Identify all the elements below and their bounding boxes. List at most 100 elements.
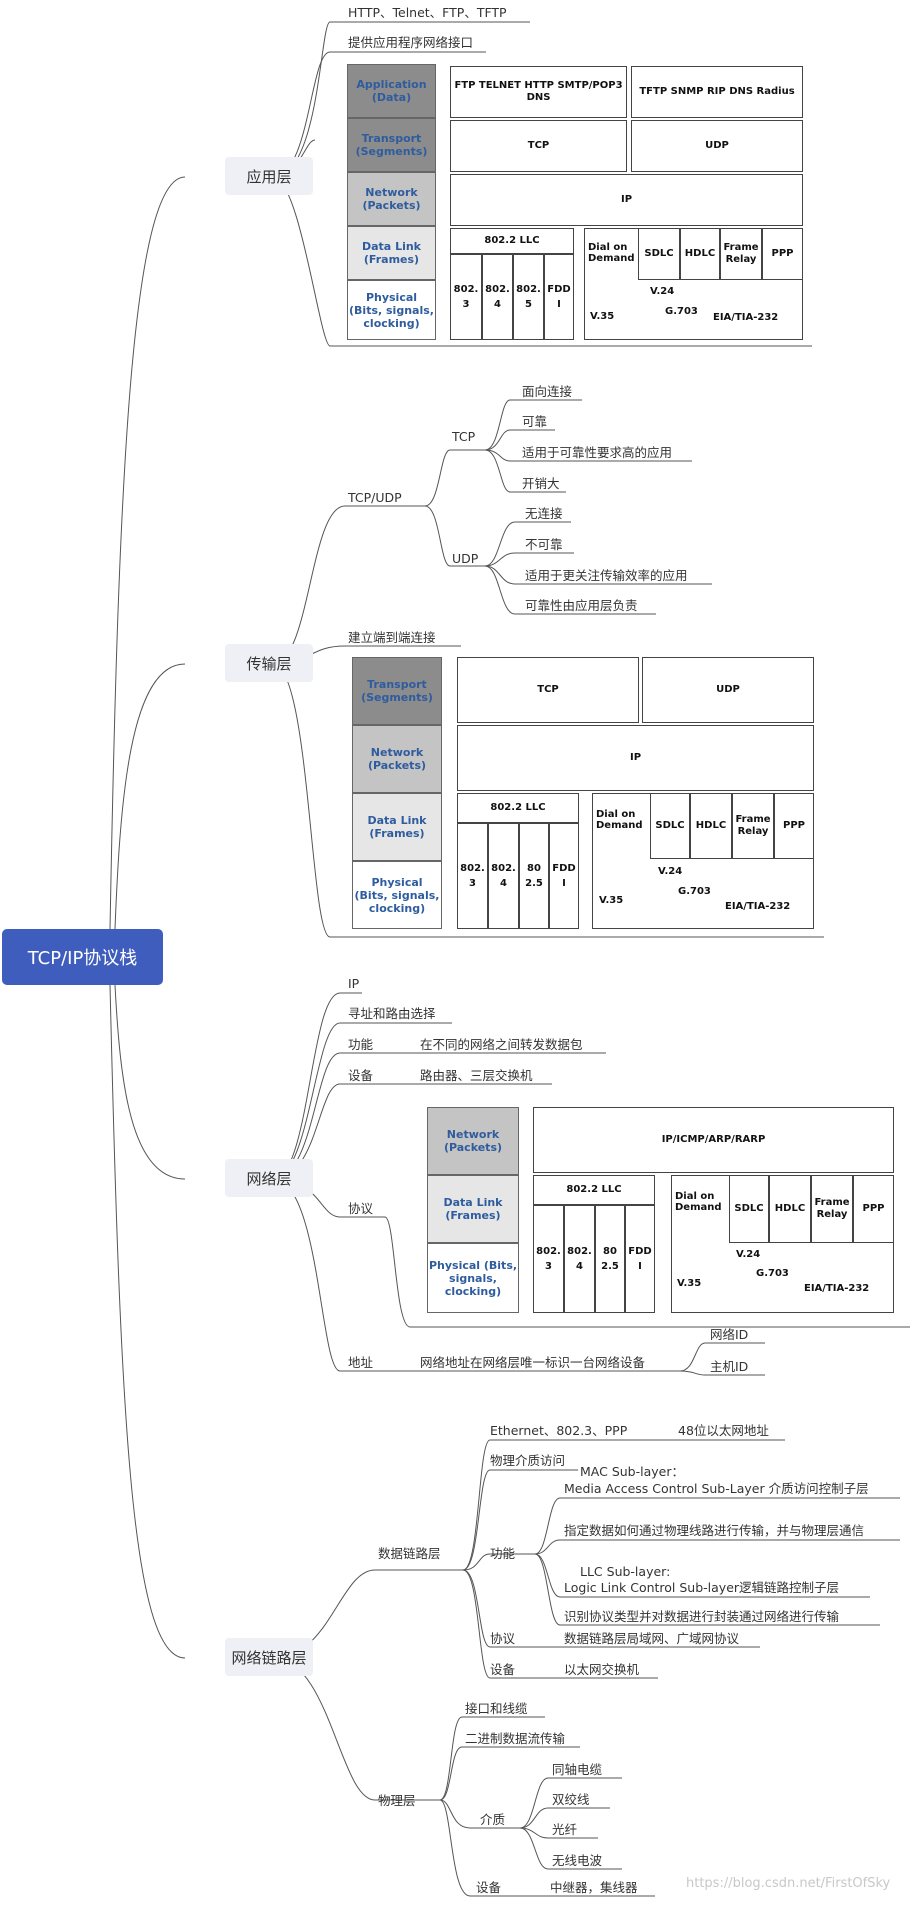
dll-device-value[interactable]: 以太网交换机 <box>564 1662 640 1677</box>
node-link-layer[interactable]: 网络链路层 <box>225 1638 313 1676</box>
ieee-8023-box: 802.3 <box>457 823 488 929</box>
udp-item[interactable]: 可靠性由应用层负责 <box>525 598 638 613</box>
sdlc-box: SDLC <box>729 1175 769 1243</box>
phy-media-item[interactable]: 双绞线 <box>552 1792 590 1807</box>
eia-label: EIA/TIA-232 <box>713 312 779 323</box>
udp-item[interactable]: 不可靠 <box>525 537 563 552</box>
tcp-item[interactable]: 开销大 <box>522 476 560 491</box>
datalink-node[interactable]: 数据链路层 <box>378 1546 441 1561</box>
network-routing-node[interactable]: 寻址和路由选择 <box>348 1006 436 1021</box>
app-interface[interactable]: 提供应用程序网络接口 <box>348 35 474 50</box>
host-id-node[interactable]: 主机ID <box>710 1359 749 1374</box>
g703-label: G.703 <box>678 886 711 897</box>
hdlc-box: HDLC <box>680 228 720 280</box>
phy-binary[interactable]: 二进制数据流传输 <box>465 1731 566 1746</box>
layer-physical: Physical (Bits, signals, clocking) <box>352 861 442 929</box>
layer-application: Application (Data) <box>347 64 436 118</box>
g703-label: G.703 <box>665 306 698 317</box>
tcp-item[interactable]: 面向连接 <box>522 384 573 399</box>
dll-protocol-value[interactable]: 数据链路层局域网、广域网协议 <box>564 1631 740 1646</box>
fddi-box: FDDI <box>549 823 579 929</box>
fddi-box: FDDI <box>544 254 574 340</box>
network-protocol-label[interactable]: 协议 <box>348 1201 374 1216</box>
v35-label: V.35 <box>677 1278 702 1289</box>
tcp-item[interactable]: 可靠 <box>522 414 548 429</box>
v24-label: V.24 <box>650 286 675 297</box>
dll-ethernet[interactable]: Ethernet、802.3、PPP <box>490 1423 628 1438</box>
app-protocols[interactable]: HTTP、Telnet、FTP、TFTP <box>348 5 507 20</box>
network-id-node[interactable]: 网络ID <box>710 1327 749 1342</box>
layer-transport: Transport (Segments) <box>347 118 436 172</box>
app-proto-box1: FTP TELNET HTTP SMTP/POP3 DNS <box>450 66 627 118</box>
network-function-label[interactable]: 功能 <box>348 1037 374 1052</box>
stack-diagram-network: Network (Packets) Data Link (Frames) Phy… <box>427 1107 894 1313</box>
watermark: https://blog.csdn.net/FirstOfSky <box>686 1876 891 1891</box>
dll-mac-desc[interactable]: Media Access Control Sub-Layer 介质访问控制子层 <box>564 1481 869 1496</box>
root-node[interactable]: TCP/IP协议栈 <box>2 929 163 985</box>
ieee-8025-box: 802.5 <box>513 254 544 340</box>
node-transport-layer[interactable]: 传输层 <box>225 644 313 682</box>
stack-diagram-application: Application (Data) Transport (Segments) … <box>347 64 803 340</box>
network-ip-node[interactable]: IP <box>348 976 360 991</box>
network-function-value[interactable]: 在不同的网络之间转发数据包 <box>420 1037 583 1052</box>
dial-on-demand-label: Dial on Demand <box>675 1191 722 1213</box>
ip-box: IP <box>450 174 803 226</box>
phy-device-label[interactable]: 设备 <box>476 1880 502 1895</box>
ieee-8023-box: 802.3 <box>450 254 482 340</box>
end-to-end-node[interactable]: 建立端到端连接 <box>348 630 436 645</box>
llc-box: 802.2 LLC <box>533 1175 655 1205</box>
tcp-node[interactable]: TCP <box>452 429 476 444</box>
phy-media-item[interactable]: 无线电波 <box>552 1853 603 1868</box>
frame-relay-box: Frame Relay <box>732 793 774 859</box>
eia-label: EIA/TIA-232 <box>725 901 791 912</box>
dll-media-access[interactable]: 物理介质访问 <box>490 1453 566 1468</box>
hdlc-box: HDLC <box>690 793 732 859</box>
phy-media-label[interactable]: 介质 <box>480 1812 506 1827</box>
dll-llc-desc[interactable]: Logic Link Control Sub-layer逻辑链路控制子层 <box>564 1580 840 1595</box>
node-network-layer[interactable]: 网络层 <box>225 1159 313 1197</box>
frame-relay-box: Frame Relay <box>720 228 762 280</box>
layer-network: Network (Packets) <box>352 725 442 793</box>
tcpudp-node[interactable]: TCP/UDP <box>348 490 402 505</box>
phy-interface[interactable]: 接口和线缆 <box>465 1701 528 1716</box>
dll-mac48[interactable]: 48位以太网地址 <box>678 1423 769 1438</box>
tcp-item[interactable]: 适用于可靠性要求高的应用 <box>522 445 673 460</box>
v24-label: V.24 <box>658 866 683 877</box>
network-address-value[interactable]: 网络地址在网络层唯一标识一台网络设备 <box>420 1355 646 1370</box>
fddi-box: FDDI <box>625 1205 655 1313</box>
dll-llc-function[interactable]: 识别协议类型并对数据进行封装通过网络进行传输 <box>564 1609 840 1624</box>
ieee-8024-box: 802.4 <box>482 254 513 340</box>
dial-on-demand-label: Dial on Demand <box>596 809 643 831</box>
layer-datalink: Data Link (Frames) <box>427 1175 519 1243</box>
ppp-box: PPP <box>774 793 814 859</box>
udp-node[interactable]: UDP <box>452 551 479 566</box>
ieee-8023-box: 802.3 <box>533 1205 564 1313</box>
dll-mac-function[interactable]: 指定数据如何通过物理线路进行传输，并与物理层通信 <box>564 1523 865 1538</box>
dll-mac-title[interactable]: MAC Sub-layer： <box>580 1464 684 1479</box>
dll-function-label[interactable]: 功能 <box>490 1546 516 1561</box>
network-device-value[interactable]: 路由器、三层交换机 <box>420 1068 533 1083</box>
eia-label: EIA/TIA-232 <box>804 1283 870 1294</box>
phy-device-value[interactable]: 中继器，集线器 <box>550 1880 638 1895</box>
layer-physical: Physical (Bits, signals, clocking) <box>347 280 436 340</box>
phy-media-item[interactable]: 光纤 <box>552 1822 578 1837</box>
udp-item[interactable]: 无连接 <box>525 506 563 521</box>
ieee-8024-box: 802.4 <box>564 1205 595 1313</box>
layer-transport: Transport (Segments) <box>352 657 442 725</box>
dll-llc-title[interactable]: LLC Sub-layer: <box>580 1564 671 1579</box>
udp-item[interactable]: 适用于更关注传输效率的应用 <box>525 568 688 583</box>
network-address-label[interactable]: 地址 <box>348 1355 374 1370</box>
udp-box: UDP <box>642 657 814 723</box>
layer-network: Network (Packets) <box>427 1107 519 1175</box>
layer-network: Network (Packets) <box>347 172 436 226</box>
phy-media-item[interactable]: 同轴电缆 <box>552 1762 603 1777</box>
ip-protocols-box: IP/ICMP/ARP/RARP <box>533 1107 894 1173</box>
dll-protocol-label[interactable]: 协议 <box>490 1631 516 1646</box>
tcp-box: TCP <box>450 120 627 172</box>
network-device-label[interactable]: 设备 <box>348 1068 374 1083</box>
sdlc-box: SDLC <box>650 793 690 859</box>
node-application-layer[interactable]: 应用层 <box>225 157 313 195</box>
physical-node[interactable]: 物理层 <box>378 1793 416 1808</box>
layer-physical: Physical (Bits, signals, clocking) <box>427 1243 519 1313</box>
dll-device-label[interactable]: 设备 <box>490 1662 516 1677</box>
